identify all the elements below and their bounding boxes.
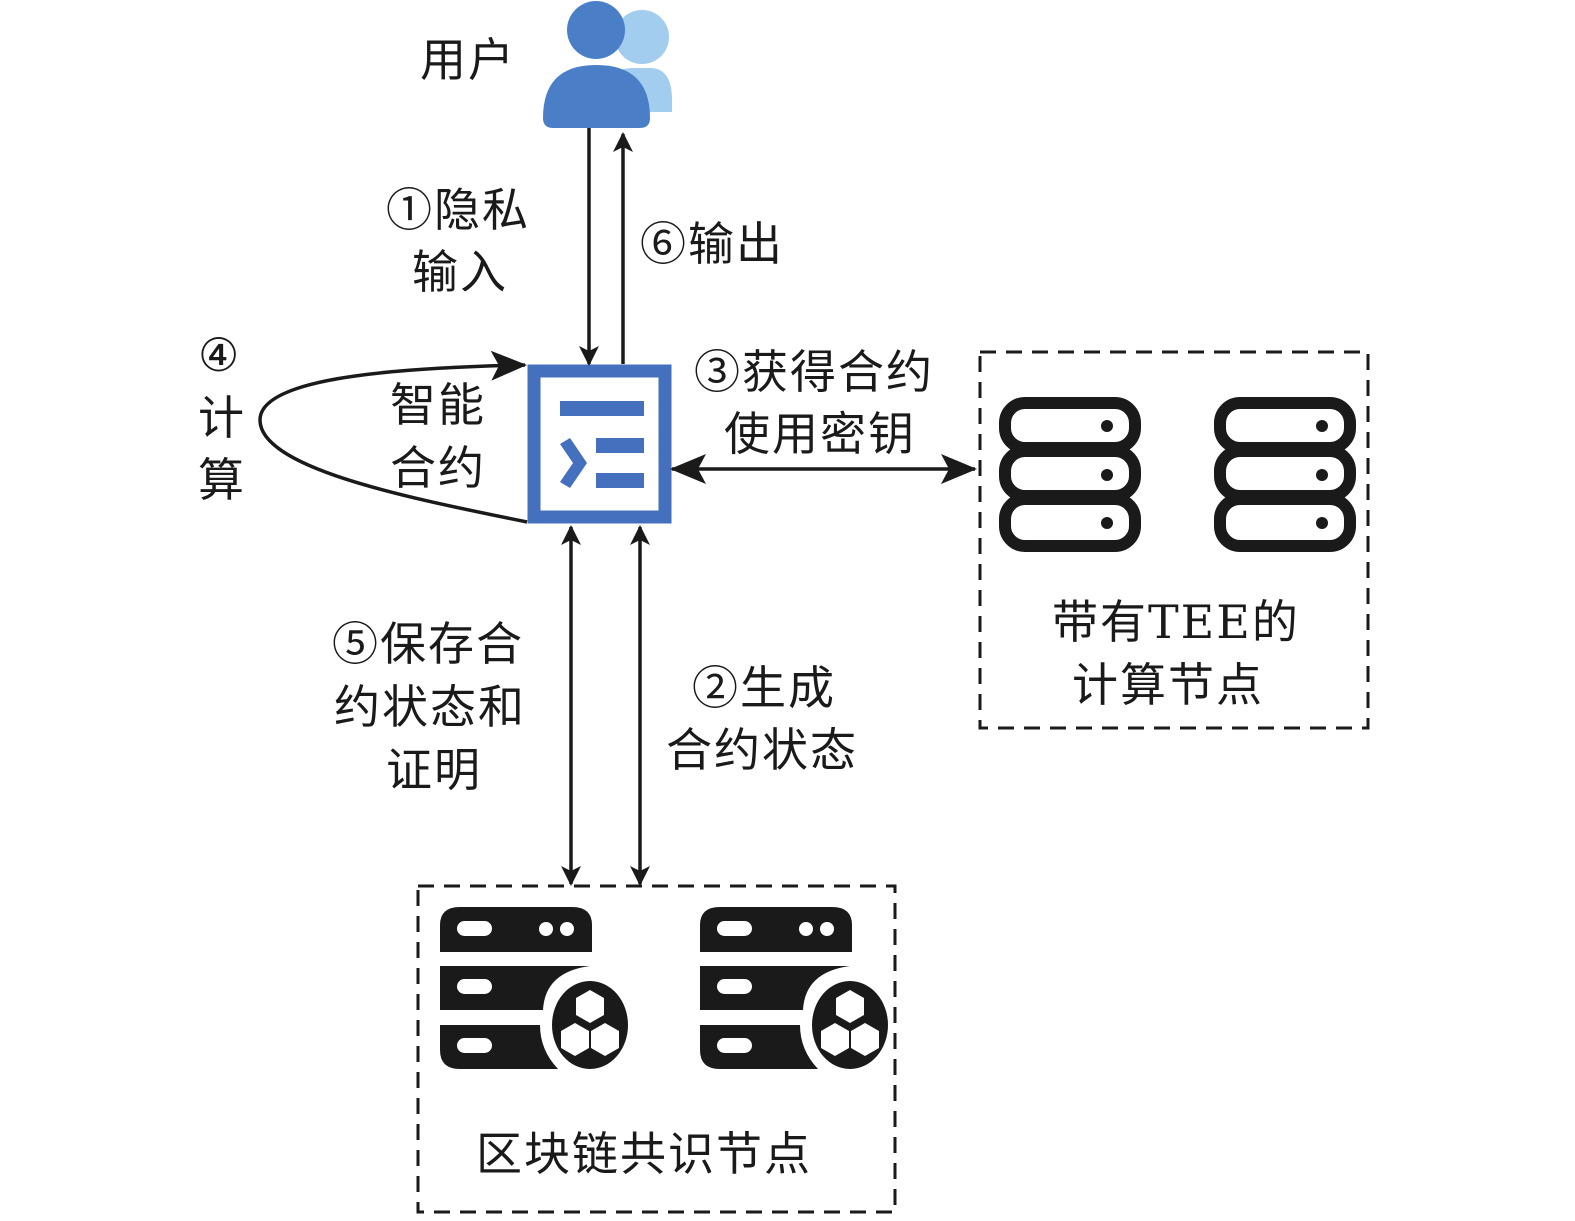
step2-label-line1: ②生成 [692,661,836,715]
step6-label: ⑥输出 [640,217,784,271]
server-stack-led-dots [1316,420,1328,529]
tee-nodes-group [978,350,1370,730]
smart-contract-label-line2: 合约 [390,441,486,495]
contract-document-icon [527,364,672,524]
step3-label-line1: ③获得合约 [694,345,934,399]
step5-label-line3: 证明 [386,743,482,797]
step4-label-line3: 算 [198,453,246,507]
consensus-nodes-label: 区块链共识节点 [476,1127,812,1181]
user-label: 用户 [420,33,516,87]
step4-label-line2: 计 [198,391,246,445]
server-stack-icon [999,397,1141,552]
tee-nodes-label-line2: 计算节点 [1072,658,1264,712]
step4-label-num: ④ [198,328,242,382]
blockchain-server-icon [440,907,628,1069]
server-stack-icon [1214,397,1356,552]
step1-label-line1: ①隐私 [386,183,530,237]
server-stack-led-dots [1101,420,1113,529]
step5-label-line1: ⑤保存合 [332,617,524,671]
blockchain-server-icon [700,907,888,1069]
user-group-icon [543,1,672,128]
step3-label-line2: 使用密钥 [724,407,916,461]
arrow-step4-compute-loop [258,350,528,524]
smart-contract-label-line1: 智能 [390,378,486,432]
consensus-nodes-group [416,884,897,1214]
step1-label-line2: 输入 [412,245,508,299]
tee-nodes-label-line1: 带有TEE的 [1052,595,1300,649]
step5-label-line2: 约状态和 [334,680,526,734]
step2-label-line2: 合约状态 [666,723,858,777]
